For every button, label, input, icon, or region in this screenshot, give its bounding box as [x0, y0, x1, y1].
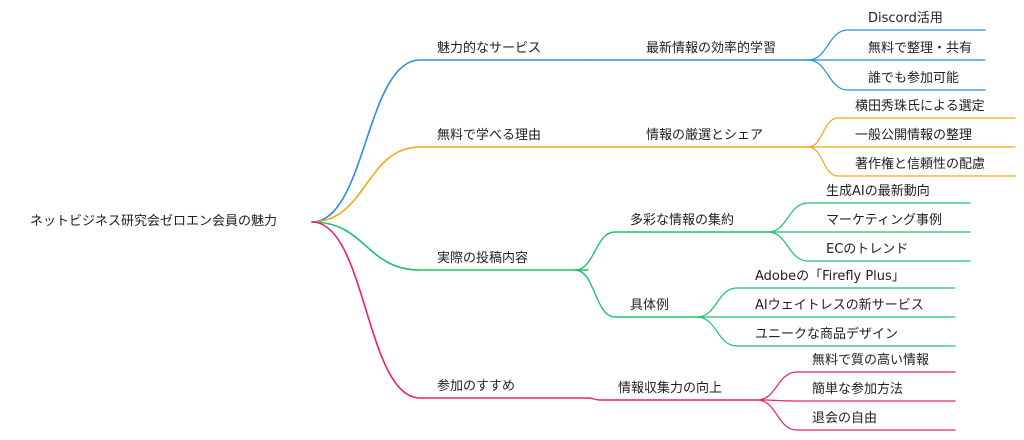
leaf-link-3-2-1	[696, 287, 956, 318]
leaf-link-3-2-3	[696, 316, 956, 347]
subtopic-label-2-1: 情報の厳選とシェア	[646, 128, 764, 143]
leaf-label-3-2-3: ユニークな商品デザイン	[755, 327, 899, 342]
subtopic-label-3-2: 具体例	[630, 298, 670, 313]
branch-link-4	[311, 221, 589, 399]
leaf-link-4-1-3	[756, 399, 956, 431]
leaf-label-4-1-3: 退会の自由	[812, 411, 878, 426]
root-node: ネットビジネス研究会ゼロエン会員の魅力	[30, 214, 278, 229]
branch-link-1	[311, 59, 589, 223]
subtopic-link-3-1	[574, 231, 769, 271]
leaf-label-3-1-1: 生成AIの最新動向	[826, 184, 930, 199]
subtopic-link-4-1	[587, 397, 758, 401]
leaf-label-3-1-3: ECのトレンド	[826, 242, 909, 257]
leaf-label-1-1-2: 無料で整理・共有	[868, 41, 973, 56]
leaf-label-2-1-3: 著作権と信頼性の配慮	[855, 157, 986, 172]
leaf-link-2-1-1	[807, 117, 1016, 148]
leaf-link-1-1-3	[807, 59, 986, 91]
branch-label-3: 実際の投稿内容	[437, 251, 529, 266]
branch-label-1: 魅力的なサービス	[437, 41, 542, 56]
leaf-link-2-1-3	[807, 146, 1016, 177]
leaf-label-3-2-1: Adobeの「Firefly Plus」	[755, 269, 905, 284]
subtopic-link-3-2	[574, 269, 698, 318]
branch-label-2: 無料で学べる理由	[437, 128, 542, 143]
subtopic-label-3-1: 多彩な情報の集約	[630, 213, 735, 228]
leaf-label-2-1-1: 横田秀珠氏による選定	[855, 99, 985, 114]
leaf-label-1-1-3: 誰でも参加可能	[868, 71, 960, 86]
leaf-label-4-1-1: 無料で質の高い情報	[812, 353, 930, 368]
leaf-link-3-1-1	[767, 202, 971, 233]
leaf-link-1-1-1	[807, 29, 986, 61]
leaf-link-4-1-2	[756, 399, 956, 402]
leaf-label-1-1-1: Discord活用	[868, 11, 943, 26]
subtopic-label-1-1: 最新情報の効率的学習	[646, 41, 777, 56]
leaf-label-2-1-2: 一般公開情報の整理	[855, 128, 973, 143]
leaf-link-4-1-1	[756, 371, 956, 401]
leaf-label-3-1-2: マーケティング事例	[826, 213, 942, 228]
branch-label-4: 参加のすすめ	[437, 379, 516, 394]
branch-link-2	[311, 146, 589, 223]
subtopic-label-4-1: 情報収集力の向上	[618, 381, 723, 396]
leaf-label-3-2-2: AIウェイトレスの新サービス	[755, 298, 924, 313]
leaf-link-3-1-3	[767, 231, 971, 262]
leaf-label-4-1-2: 簡単な参加方法	[812, 382, 904, 397]
branch-link-3	[311, 221, 589, 271]
